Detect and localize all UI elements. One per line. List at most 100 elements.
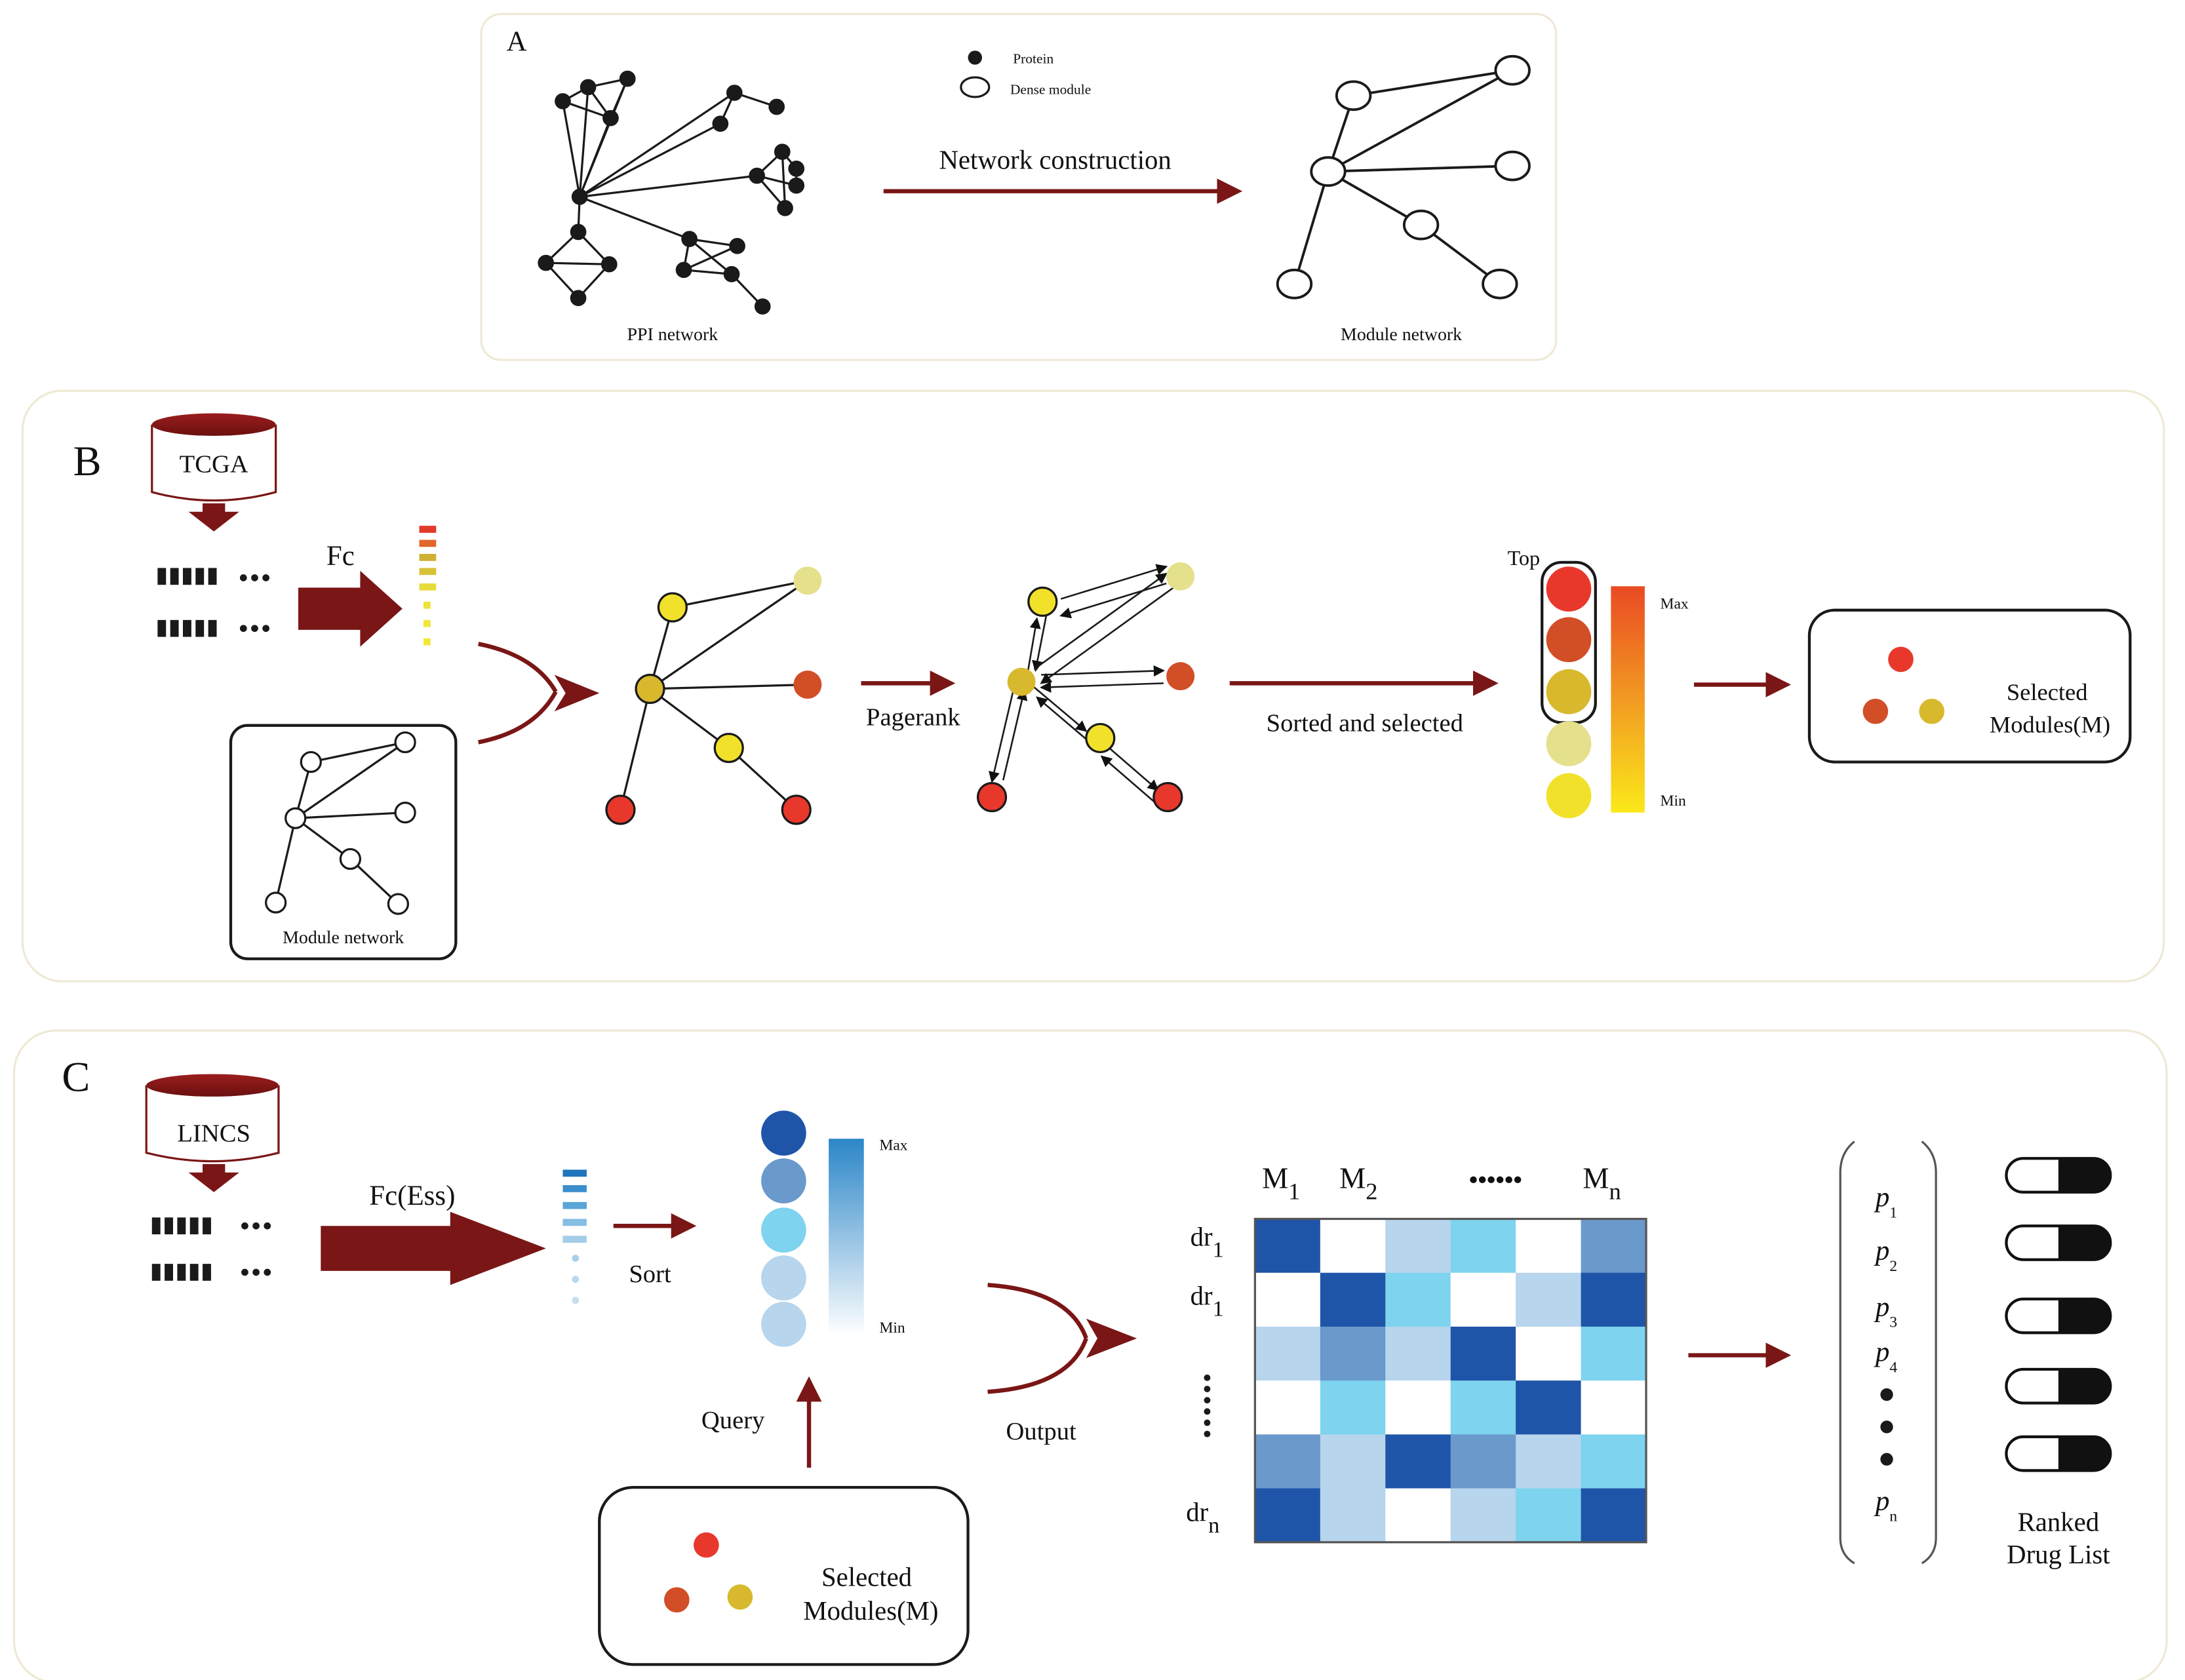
matrix-cell bbox=[1581, 1272, 1647, 1328]
selected-modules-box-c bbox=[598, 1486, 970, 1666]
sorted-score-circles bbox=[761, 1110, 806, 1347]
query-module-red bbox=[694, 1532, 719, 1558]
panel-c-frame bbox=[12, 1029, 2168, 1680]
query-module-orange bbox=[663, 1587, 690, 1613]
panel-b: B TCGA Fc bbox=[21, 389, 2165, 983]
protein-legend-icon bbox=[968, 50, 983, 65]
matrix-cell bbox=[1516, 1434, 1582, 1489]
matrix-cell bbox=[1320, 1272, 1387, 1328]
ranked-label-line2: Drug List bbox=[2007, 1540, 2110, 1569]
merge-arrowhead-c bbox=[1086, 1318, 1137, 1358]
matrix-cell bbox=[1516, 1380, 1582, 1436]
matrix-cell bbox=[1581, 1219, 1647, 1274]
matrix-cell bbox=[1385, 1380, 1451, 1436]
dense-module-legend-label: Dense module bbox=[1010, 82, 1091, 98]
drug-pill-icons bbox=[2005, 1157, 2112, 1472]
sort-label: Sort bbox=[629, 1260, 671, 1288]
matrix-col-m2: M2 bbox=[1339, 1162, 1377, 1204]
fc-ess-label: Fc(Ess) bbox=[369, 1181, 455, 1211]
colored-module-network bbox=[605, 566, 822, 825]
matrix-col-mn: Mn bbox=[1583, 1162, 1621, 1204]
matrix-cell bbox=[1320, 1219, 1387, 1274]
fc-label: Fc bbox=[326, 541, 355, 572]
pill-icon bbox=[2005, 1224, 2112, 1261]
matrix-cell bbox=[1385, 1326, 1451, 1382]
fc-gradient-bars bbox=[419, 526, 437, 646]
p-2: p2 bbox=[1874, 1236, 1897, 1275]
matrix-cell bbox=[1255, 1326, 1321, 1382]
matrix-cell bbox=[1450, 1219, 1517, 1274]
sorted-module-circles bbox=[1546, 566, 1592, 819]
p-3: p3 bbox=[1874, 1292, 1897, 1331]
pagerank-label: Pagerank bbox=[866, 704, 960, 732]
lincs-label: LINCS bbox=[177, 1120, 250, 1148]
matrix-col-ellipsis: •••••• bbox=[1469, 1166, 1522, 1194]
matrix-row-dr1-b: dr1 bbox=[1191, 1281, 1224, 1321]
selected-module-gold bbox=[1919, 698, 1945, 724]
module-network-box bbox=[229, 724, 458, 960]
heat-scale-bar bbox=[1611, 586, 1645, 813]
left-paren bbox=[1839, 1141, 1855, 1565]
matrix-cell bbox=[1255, 1219, 1321, 1274]
panel-c: C LINCS Fc(Ess) bbox=[12, 1029, 2168, 1680]
heat-scale-min: Min bbox=[1660, 792, 1686, 810]
protein-legend-label: Protein bbox=[1013, 51, 1053, 67]
matrix-cell bbox=[1516, 1488, 1582, 1543]
fc-ess-gradient-bars bbox=[562, 1169, 587, 1304]
panel-b-letter: B bbox=[73, 438, 102, 484]
dense-module-legend-icon bbox=[960, 76, 991, 98]
tcga-database-icon: TCGA bbox=[151, 413, 277, 502]
selected-modules-b-line1: Selected bbox=[2007, 679, 2088, 705]
tcga-label: TCGA bbox=[180, 451, 248, 479]
module-network-a-caption: Module network bbox=[1341, 324, 1462, 345]
matrix-cell bbox=[1320, 1326, 1387, 1382]
pill-icon bbox=[2005, 1435, 2112, 1472]
matrix-cell bbox=[1255, 1380, 1321, 1436]
panel-a: A bbox=[480, 12, 1558, 361]
blue-scale-min: Min bbox=[879, 1319, 905, 1337]
pill-icon bbox=[2005, 1157, 2112, 1194]
lincs-data-rows bbox=[151, 1217, 271, 1281]
matrix-cell bbox=[1450, 1272, 1517, 1328]
matrix-col-m1: M1 bbox=[1262, 1162, 1300, 1204]
pill-icon bbox=[2005, 1367, 2112, 1405]
matrix-cell bbox=[1450, 1488, 1517, 1543]
matrix-row-dr1-a: dr1 bbox=[1191, 1222, 1224, 1262]
p-4: p4 bbox=[1874, 1337, 1897, 1376]
query-label: Query bbox=[701, 1407, 765, 1434]
ppi-network bbox=[538, 70, 805, 315]
matrix-cell bbox=[1255, 1434, 1321, 1489]
selected-module-red bbox=[1888, 646, 1914, 673]
panel-b-frame bbox=[21, 389, 2165, 983]
module-network-box-caption: Module network bbox=[283, 928, 404, 948]
matrix-cell bbox=[1581, 1326, 1647, 1382]
selected-modules-box-b bbox=[1807, 608, 2132, 764]
matrix-cell bbox=[1385, 1488, 1451, 1543]
sorted-selected-label: Sorted and selected bbox=[1267, 709, 1463, 737]
lincs-down-arrow bbox=[188, 1163, 239, 1192]
matrix-cell bbox=[1450, 1326, 1517, 1382]
matrix-frame bbox=[1253, 1217, 1647, 1544]
matrix-cell bbox=[1581, 1488, 1647, 1543]
matrix-cell bbox=[1450, 1380, 1517, 1436]
heat-scale-max: Max bbox=[1660, 596, 1688, 613]
matrix-cell bbox=[1385, 1434, 1451, 1489]
p-ellipsis-dot bbox=[1880, 1453, 1893, 1466]
pagerank-network bbox=[976, 562, 1195, 813]
blue-scale-bar bbox=[829, 1139, 864, 1336]
merge-arrow-c bbox=[987, 1283, 1088, 1394]
panel-a-frame bbox=[480, 12, 1558, 361]
query-module-gold bbox=[727, 1584, 753, 1610]
module-network-b bbox=[265, 731, 416, 915]
selected-modules-c-line1: Selected bbox=[821, 1562, 912, 1592]
matrix-cell bbox=[1255, 1488, 1321, 1543]
network-construction-label: Network construction bbox=[939, 145, 1171, 174]
merge-arrowhead-b bbox=[554, 674, 600, 712]
lincs-database-icon: LINCS bbox=[145, 1074, 280, 1163]
matrix-cell bbox=[1516, 1219, 1582, 1274]
output-label: Output bbox=[1006, 1418, 1077, 1445]
p-n: pn bbox=[1874, 1485, 1897, 1525]
p-ellipsis-dot bbox=[1880, 1388, 1893, 1401]
matrix-cell bbox=[1516, 1326, 1582, 1382]
